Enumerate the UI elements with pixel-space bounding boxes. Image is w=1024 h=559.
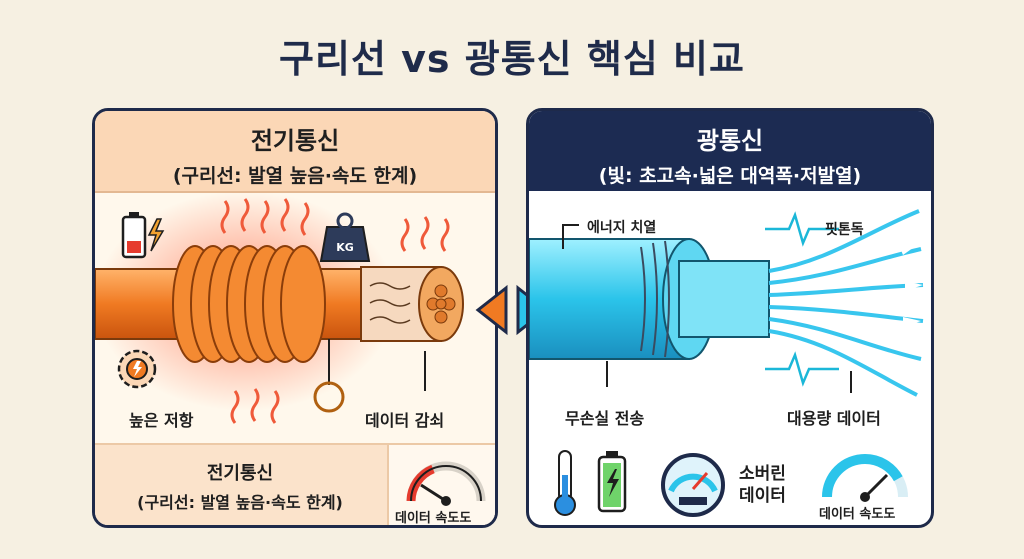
weight-icon: KG: [319, 212, 371, 262]
fiber-icons-row: [554, 450, 908, 517]
attenuation-label: 데이터 감쇠: [365, 411, 445, 430]
copper-speed-gauge-icon: [406, 461, 486, 506]
copper-subheading: (구리선: 발열 높음·속도 한계): [172, 165, 418, 187]
copper-footer-title: 전기통신: [206, 463, 274, 484]
fiber-speed-gauge-icon: [822, 454, 908, 502]
copper-gauge-label: 데이터 속도도: [395, 511, 472, 526]
resistance-gear-icon: [117, 349, 157, 389]
speedometer-icon: [661, 453, 725, 517]
copper-panel: 전기통신 (구리선: 발열 높음·속도 한계): [92, 108, 498, 528]
copper-footer-subtitle: (구리선: 발열 높음·속도 한계): [137, 493, 343, 512]
lossless-label: 무손실 전송: [565, 409, 645, 428]
battery-charging-icon: [597, 451, 627, 513]
resistance-label: 높은 저항: [129, 411, 194, 430]
low-battery-icon: [121, 212, 165, 259]
copper-coil: [172, 245, 326, 363]
fiber-subheading: (빛: 초고속·넓은 대역폭·저발열): [598, 165, 862, 187]
fiber-header: 광통신 (빛: 초고속·넓은 대역폭·저발열): [529, 111, 931, 191]
pulse-label: 핏톤독: [825, 222, 864, 238]
capacity-label: 대용량 데이터: [787, 409, 881, 428]
copper-gauge-box: 데이터 속도도: [387, 445, 495, 526]
copper-header: 전기통신 (구리선: 발열 높음·속도 한계): [95, 111, 495, 193]
page-title: 구리선 vs 광통신 핵심 비교: [279, 37, 745, 81]
fiber-heading: 광통신: [696, 127, 764, 155]
thermometer-icon: [554, 450, 576, 516]
copper-cable-illustration: KG: [95, 191, 464, 424]
weight-tag: KG: [336, 241, 354, 254]
fiber-panel: 광통신 (빛: 초고속·넓은 대역폭·저발열): [526, 108, 934, 528]
heat-waves-icon: [220, 198, 450, 424]
attenuation-icon: [313, 381, 345, 413]
copper-heading: 전기통신: [250, 127, 340, 155]
energy-label: 에너지 치열: [587, 220, 657, 236]
power-label: 소버린 데이터: [739, 464, 786, 506]
pulse-signal-icon: [765, 211, 839, 247]
fiber-gauge-label: 데이터 속도도: [819, 507, 896, 522]
fiber-cable-illustration: [529, 209, 924, 397]
light-arrows: [899, 245, 923, 327]
copper-footer: 전기통신 (구리선: 발열 높음·속도 한계) 데이터 속도도: [95, 443, 495, 526]
